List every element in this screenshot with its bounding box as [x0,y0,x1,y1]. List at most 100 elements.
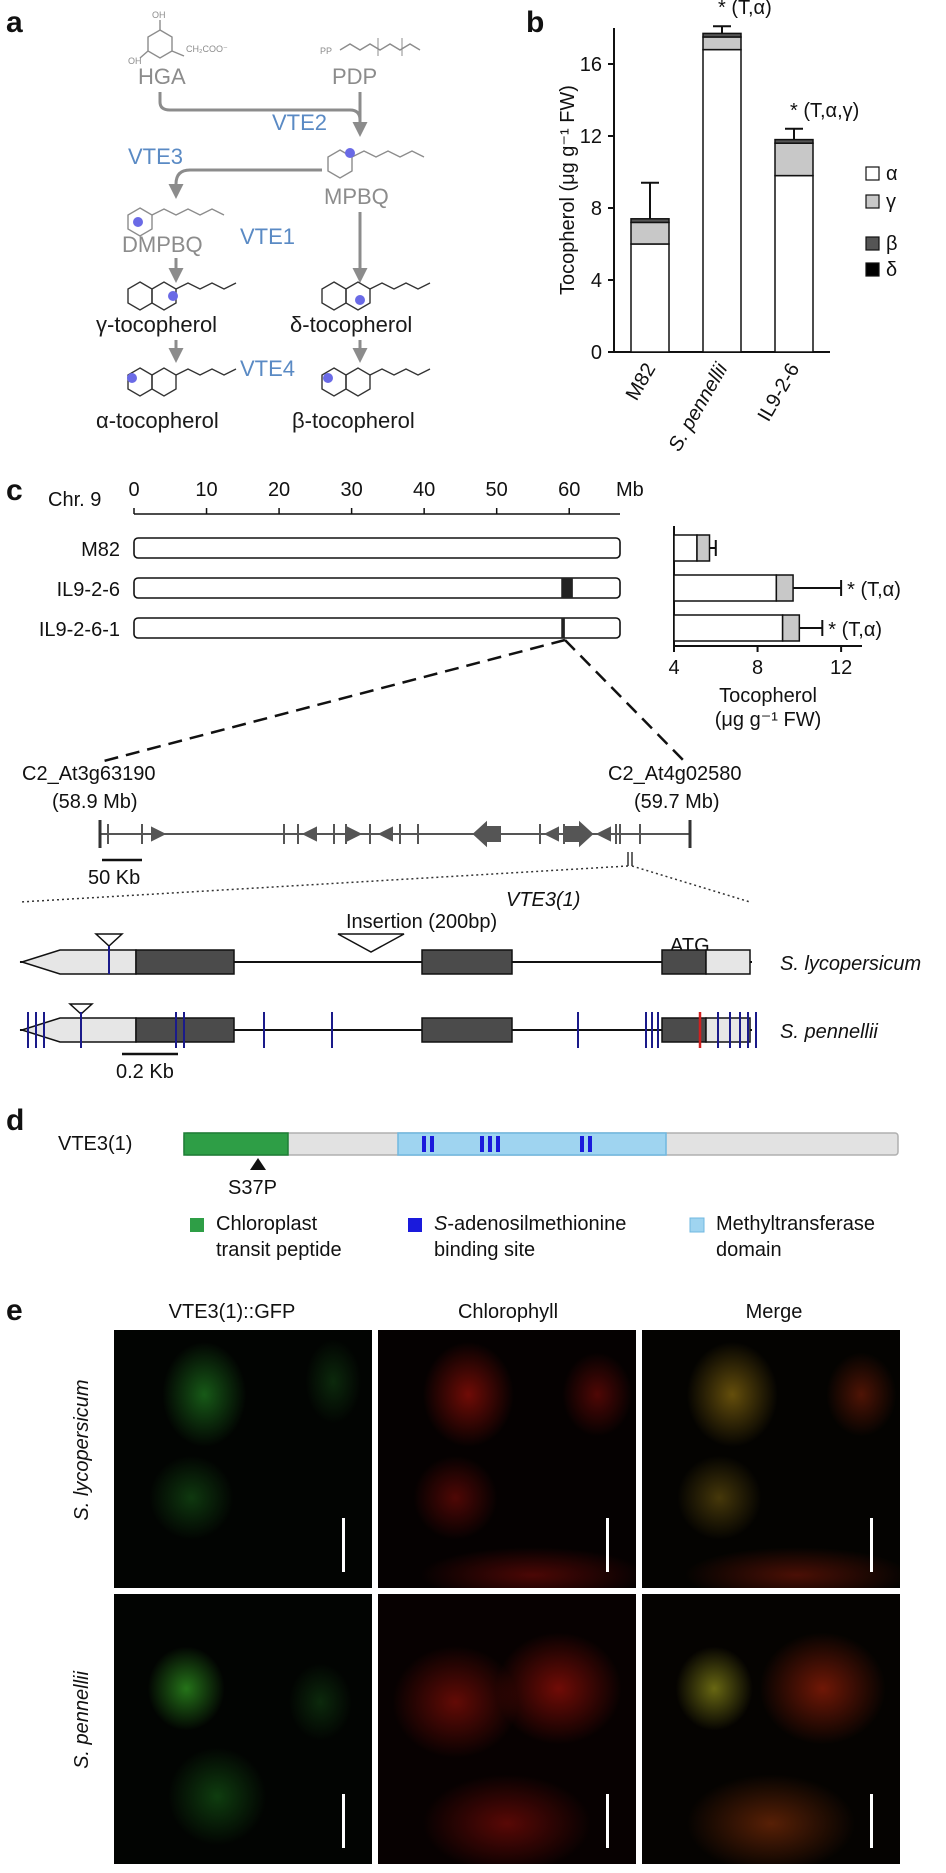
micrograph-merge-lycopersicum [642,1330,900,1588]
legend-swatch [865,166,880,181]
micro-col-merge: Merge [746,1301,803,1323]
legend-swatch [865,236,880,251]
axis-tick-label: 40 [413,479,435,501]
bar-annotation: * (T,α) [828,619,882,641]
protein-domain-map: VTE3(1) S37P Chloroplast transit peptide… [58,1132,899,1261]
chromosome-bar [133,537,621,559]
gene-block-arrow-right-icon [565,820,594,848]
legend-transit-line1: Chloroplast [216,1213,318,1235]
micro-row-lycopersicum: S. lycopersicum [71,1379,93,1520]
chromosome-bar [133,617,621,639]
bar-annotation: * (T,α,γ) [790,100,859,122]
panel-d-letter: d [6,1104,24,1137]
axis-tick-label: 20 [268,479,290,501]
legend-swatch-sam [408,1218,422,1232]
delta-tocopherol-label: δ-tocopherol [290,312,412,337]
bar-segment [774,138,814,144]
introgression-segment [561,618,565,638]
panel-a-letter: a [6,6,23,39]
y-tick-label: 12 [580,126,602,148]
mutation-label: S37P [228,1177,277,1199]
chromosome-row-label: M82 [81,539,120,561]
y-tick-label: 0 [591,342,602,364]
region-map: C2_At3g63190 (58.9 Mb) C2_At4g02580 (59.… [19,763,751,903]
gene-arrow-left-icon [301,826,317,842]
legend-swatch [865,262,880,277]
protein-name-label: VTE3(1) [58,1133,132,1155]
chromosome-row-label: IL9-2-6-1 [39,619,120,641]
y-tick-label: 16 [580,54,602,76]
bar-segment [630,218,670,224]
x-axis-label-line2: (μg g⁻¹ FW) [715,709,822,731]
pdp-chain-icon [339,38,421,56]
legend-transit-line2: transit peptide [216,1239,342,1261]
legend-swatch [865,194,880,209]
hga-structure-icon [139,20,185,59]
left-marker-position: (58.9 Mb) [52,791,138,813]
hbar-segment [673,614,784,642]
delta-tocopherol-structure-icon [321,281,431,311]
pdp-label: PDP [332,64,377,89]
pdp-pp-label: PP [320,46,332,56]
legend-label: γ [886,191,896,213]
x-tick-label: 8 [752,657,763,679]
gamma-tocopherol-label: γ-tocopherol [96,312,217,337]
micrograph-chlorophyll-lycopersicum [378,1330,636,1588]
legend-swatch-mt [689,1217,705,1233]
gene-arrow-left-icon [377,826,393,842]
x-axis-label-line1: Tocopherol [719,685,817,707]
legend-label: α [886,163,898,185]
pathway-diagram: OH CH₂COO⁻ OH HGA PP PDP VTE2 MPBQ VTE3 [96,10,431,433]
bar-annotation: * (T,α) [718,0,772,19]
alpha-tocopherol-label: α-tocopherol [96,408,219,433]
legend-mt-line2: domain [716,1239,782,1261]
gene-arrow-right-icon [347,826,363,842]
hga-label: HGA [138,64,186,89]
bar-segment [702,32,742,38]
micro-row-pennellii: S. pennellii [71,1671,93,1769]
x-tick-label: M82 [622,360,661,405]
micrograph-chlorophyll-pennellii [378,1594,636,1864]
hbar-segment [673,574,778,602]
lycopersicum-label: S. lycopersicum [780,953,921,975]
bar-annotation: * (T,α) [847,579,901,601]
bar-segment [774,174,814,353]
insertion-label: Insertion (200bp) [346,911,497,933]
region-scale-label: 50 Kb [88,867,140,889]
scale-bar [606,1794,609,1848]
hbar-segment [696,534,711,562]
axis-tick-label: 0 [128,479,139,501]
legend-sam-line1: S-adenosilmethionine [434,1213,626,1235]
axis-tick-label: 10 [195,479,217,501]
hbar-segment [775,574,794,602]
mpbq-structure-icon [327,148,425,179]
axis-tick-label: 60 [558,479,580,501]
right-marker-label: C2_At4g02580 [608,763,741,785]
mpbq-label: MPBQ [324,184,389,209]
dmpbq-label: DMPBQ [122,232,203,257]
vte1-label: VTE1 [240,224,295,249]
vte4-label: VTE4 [240,356,295,381]
hbar-segment [673,534,698,562]
axis-tick-label: 50 [486,479,508,501]
axis-tick-label: 30 [340,479,362,501]
scale-bar [870,1794,873,1848]
legend-mt-line1: Methyltransferase [716,1213,875,1235]
mutation-marker-icon [250,1158,266,1170]
scale-bar [870,1518,873,1572]
gene-block-arrow-left-icon [472,820,501,848]
chromosome-label: Chr. 9 [48,489,101,511]
gamma-tocopherol-structure-icon [127,281,237,311]
gene-model: Insertion (200bp) VTE3(1) ATG S. lycoper… [19,889,921,1083]
beta-tocopherol-structure-icon [321,367,431,397]
bar-segment [630,243,670,353]
bar-segment [630,221,670,245]
y-tick-label: 8 [591,198,602,220]
x-tick-label: 4 [668,657,679,679]
scale-bar [342,1518,345,1572]
y-axis-label: Tocopherol (μg g⁻¹ FW) [557,85,579,295]
scale-bar [342,1794,345,1848]
panel-c-letter: c [6,474,23,507]
left-marker-label: C2_At3g63190 [22,763,155,785]
